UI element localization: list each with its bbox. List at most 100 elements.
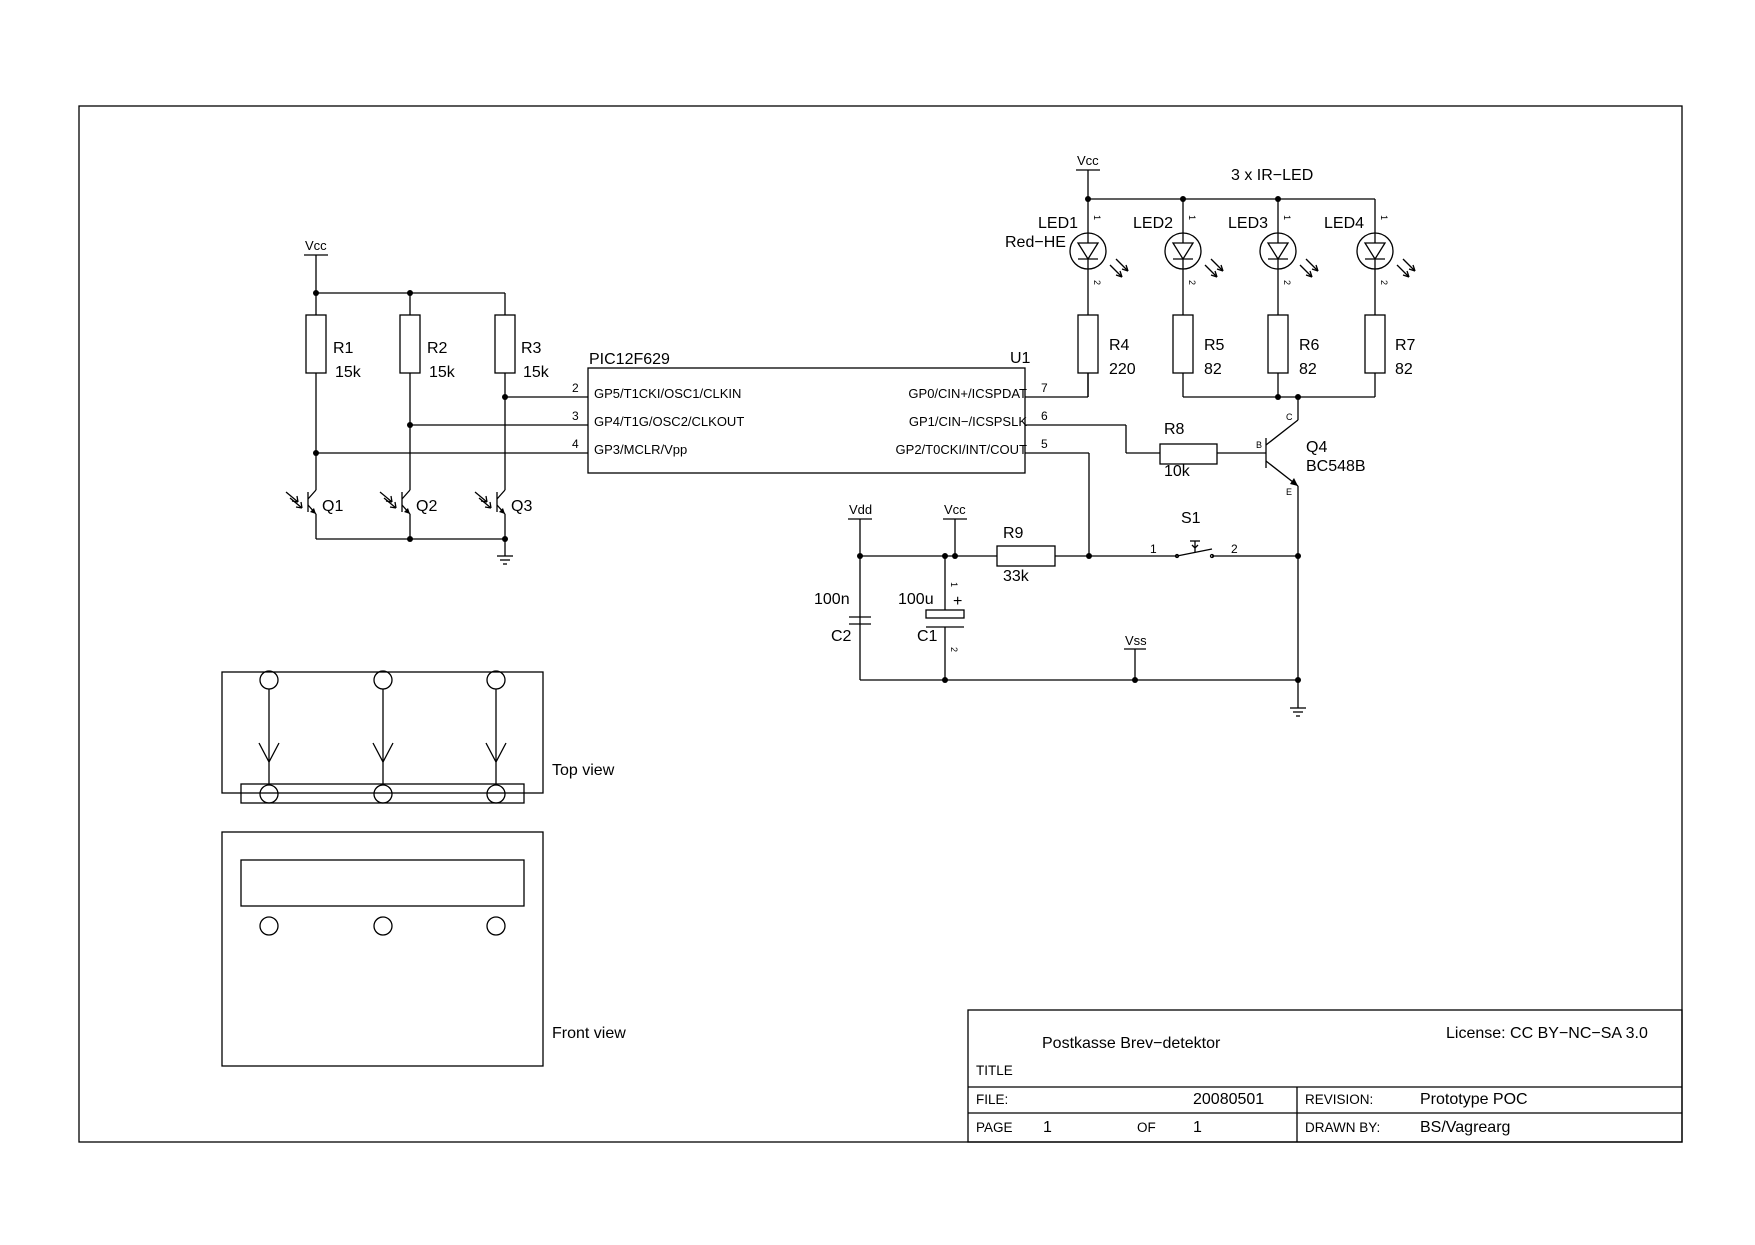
r8-ref: R8 <box>1164 421 1185 438</box>
c1-pin1: 1 <box>949 582 959 587</box>
led1-value: Red−HE <box>1005 234 1066 251</box>
led3-pin2: 2 <box>1282 280 1292 285</box>
led4-symbol <box>1356 232 1416 278</box>
s1-pin1: 1 <box>1150 542 1157 556</box>
c1-pin2: 2 <box>949 647 959 652</box>
c1-value: 100u <box>898 591 934 608</box>
drawn-by-value: BS/Vagrearg <box>1420 1119 1510 1136</box>
license-text: License: CC BY−NC−SA 3.0 <box>1446 1025 1648 1042</box>
top-view-box <box>221 671 544 794</box>
r9-value: 33k <box>1003 568 1030 585</box>
front-view-label: Front view <box>552 1025 626 1042</box>
pic12f629-ic <box>587 367 1026 474</box>
led3-symbol <box>1259 232 1319 278</box>
c1-ref: C1 <box>917 628 938 645</box>
led2-symbol <box>1164 232 1224 278</box>
ic-pin7-num: 7 <box>1041 381 1048 395</box>
ic-pin6-num: 6 <box>1041 409 1048 423</box>
q2-phototransistor <box>379 461 411 533</box>
q4-pin-e: E <box>1286 487 1292 497</box>
r2-ref: R2 <box>427 340 448 357</box>
q4-pin-b: B <box>1256 440 1262 450</box>
r6-ref: R6 <box>1299 337 1320 354</box>
q4-pin-c: C <box>1286 412 1293 422</box>
led3-ref: LED3 <box>1228 215 1268 232</box>
r6-value: 82 <box>1299 361 1317 378</box>
vcc-label-left: Vcc <box>305 238 327 253</box>
r7-ref: R7 <box>1395 337 1416 354</box>
r5-value: 82 <box>1204 361 1222 378</box>
q1-phototransistor <box>285 461 317 533</box>
r3-value: 15k <box>523 364 550 381</box>
r8-value: 10k <box>1164 463 1191 480</box>
ic-pin5-name: GP2/T0CKI/INT/COUT <box>896 442 1028 457</box>
r1-value: 15k <box>335 364 362 381</box>
ic-pin2-num: 2 <box>572 381 579 395</box>
vss-label: Vss <box>1125 633 1147 648</box>
c1-plus: + <box>953 593 962 610</box>
of-label: OF <box>1137 1120 1156 1135</box>
led1-pin1: 1 <box>1092 215 1102 220</box>
file-value: 20080501 <box>1193 1091 1264 1108</box>
led-group-label: 3 x IR−LED <box>1231 167 1313 184</box>
led1-ref: LED1 <box>1038 215 1078 232</box>
ic-pin6-name: GP1/CIN−/ICSPSLK <box>909 414 1027 429</box>
q2-ref: Q2 <box>416 498 437 515</box>
revision-label: REVISION: <box>1305 1092 1373 1107</box>
s1-ref: S1 <box>1181 510 1201 527</box>
ground-symbol-right <box>1289 707 1307 717</box>
vdd-label: Vdd <box>849 502 872 517</box>
r5-ref: R5 <box>1204 337 1225 354</box>
led4-pin1: 1 <box>1379 215 1389 220</box>
title-block <box>967 1009 1683 1143</box>
frame-border <box>78 105 1683 1143</box>
top-view-sensors <box>258 670 507 804</box>
ic-ref-label: U1 <box>1010 350 1031 367</box>
led2-pin1: 1 <box>1187 215 1197 220</box>
q4-value: BC548B <box>1306 458 1366 475</box>
front-view-sensors <box>259 916 506 936</box>
r3-ref: R3 <box>521 340 542 357</box>
drawn-by-label: DRAWN BY: <box>1305 1120 1380 1135</box>
ic-pin4-num: 4 <box>572 437 579 451</box>
front-view-box <box>221 831 544 1067</box>
page-value: 1 <box>1043 1119 1052 1136</box>
ic-pin7-name: GP0/CIN+/ICSPDAT <box>908 386 1027 401</box>
led4-ref: LED4 <box>1324 215 1364 232</box>
ic-pin5-num: 5 <box>1041 437 1048 451</box>
led4-pin2: 2 <box>1379 280 1389 285</box>
q3-phototransistor <box>474 461 506 533</box>
r4-value: 220 <box>1109 361 1136 378</box>
c2-ref: C2 <box>831 628 852 645</box>
ground-symbol-left <box>496 555 514 565</box>
title-label: TITLE <box>976 1063 1013 1078</box>
r9-ref: R9 <box>1003 525 1024 542</box>
r2-value: 15k <box>429 364 456 381</box>
ic-part-label: PIC12F629 <box>589 351 670 368</box>
top-view-label: Top view <box>552 762 615 779</box>
led3-pin1: 1 <box>1282 215 1292 220</box>
vcc-label-led: Vcc <box>1077 153 1099 168</box>
r7-value: 82 <box>1395 361 1413 378</box>
r1-ref: R1 <box>333 340 354 357</box>
title-value: Postkasse Brev−detektor <box>1042 1035 1221 1052</box>
ic-pin3-num: 3 <box>572 409 579 423</box>
r4-ref: R4 <box>1109 337 1130 354</box>
ic-pin3-name: GP4/T1G/OSC2/CLKOUT <box>594 414 744 429</box>
page-label: PAGE <box>976 1120 1013 1135</box>
ic-pin4-name: GP3/MCLR/Vpp <box>594 442 687 457</box>
file-label: FILE: <box>976 1092 1008 1107</box>
s1-pin2: 2 <box>1231 542 1238 556</box>
led1-pin2: 2 <box>1092 280 1102 285</box>
of-value: 1 <box>1193 1119 1202 1136</box>
led2-ref: LED2 <box>1133 215 1173 232</box>
q4-ref: Q4 <box>1306 439 1327 456</box>
led2-pin2: 2 <box>1187 280 1197 285</box>
vcc-label-power: Vcc <box>944 502 966 517</box>
q3-ref: Q3 <box>511 498 532 515</box>
led1-symbol <box>1069 232 1129 278</box>
ic-pin2-name: GP5/T1CKI/OSC1/CLKIN <box>594 386 741 401</box>
revision-value: Prototype POC <box>1420 1091 1528 1108</box>
